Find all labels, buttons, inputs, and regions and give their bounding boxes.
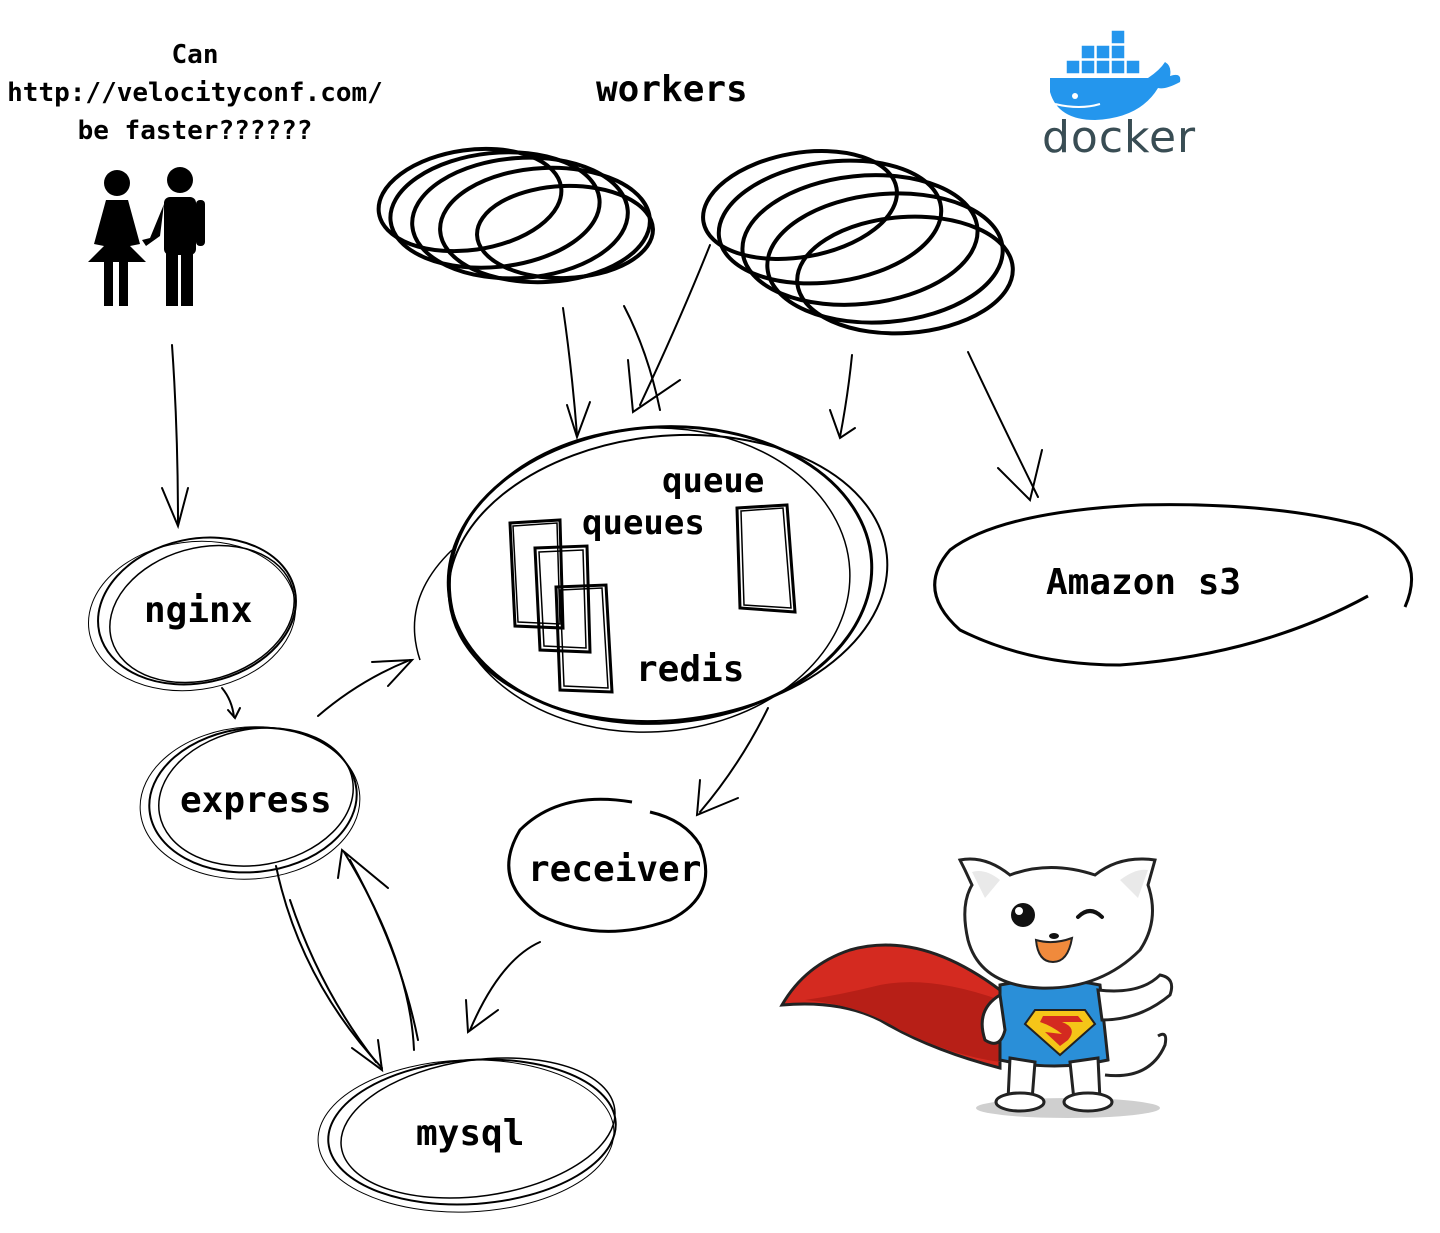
question-text: Can http://velocityconf.com/ be faster??… (0, 36, 390, 150)
queue-label: queue (662, 461, 765, 501)
express-node (139, 726, 361, 880)
express-label: express (180, 780, 332, 821)
mysql-label: mysql (416, 1113, 525, 1154)
nginx-label: nginx (144, 590, 253, 631)
question-line-2: http://velocityconf.com/ (7, 78, 383, 108)
nginx-node (87, 536, 297, 692)
amazon-s3-label: Amazon s3 (1046, 562, 1242, 603)
queue-box-4 (735, 503, 797, 614)
worker-cluster-left (376, 146, 655, 285)
superhero-cat-icon (779, 857, 1174, 1118)
question-line-3: be faster?????? (77, 116, 313, 146)
docker-whale-icon (1050, 29, 1181, 120)
question-line-1: Can (171, 40, 219, 70)
arrow-express-mysql (275, 865, 383, 1069)
docker-wordmark: docker (1042, 112, 1197, 163)
queues-label: queues (582, 503, 705, 543)
redis-label: redis (636, 649, 745, 690)
arrow-nginx-express (221, 687, 235, 718)
arrow-receiver-mysql (469, 941, 541, 1031)
arrow-workers-s3 (967, 351, 1039, 498)
redis-container (413, 425, 889, 733)
arrow-workers-queue-3 (639, 244, 711, 406)
workers-label: workers (596, 69, 748, 110)
queue-box-3 (554, 583, 614, 694)
worker-cluster-right (701, 149, 1015, 336)
arrowhead-users-nginx (161, 487, 189, 530)
mysql-node (317, 1057, 617, 1213)
receiver-label: receiver (528, 849, 702, 890)
receiver-node (507, 797, 708, 933)
queue-box-1 (508, 518, 565, 630)
arrow-express-redis (317, 659, 411, 717)
arrow-redis-receiver (699, 707, 769, 813)
arrow-users-nginx (171, 344, 179, 526)
arrow-workers-queue-2 (623, 305, 661, 411)
arrow-workers-queue-1 (562, 307, 578, 436)
queue-box-2 (533, 544, 592, 654)
amazon-s3-node (933, 503, 1414, 667)
couple-icon (88, 167, 205, 306)
